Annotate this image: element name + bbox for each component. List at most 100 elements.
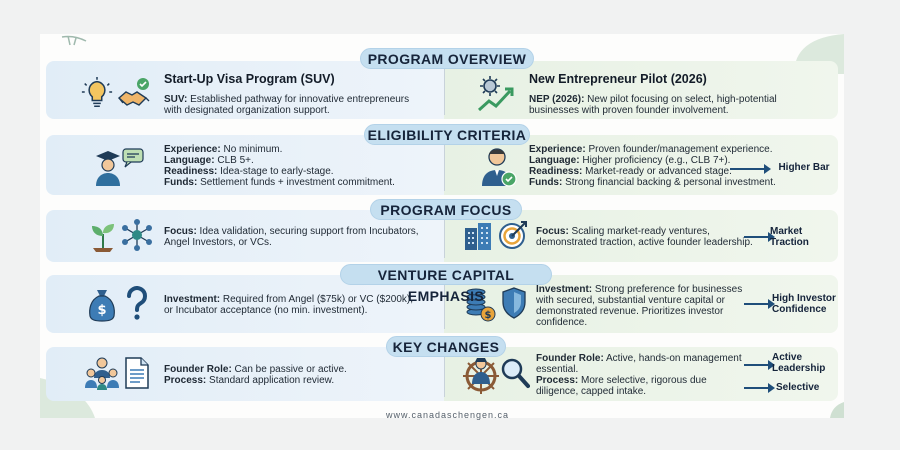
outcome-selective: Selective	[776, 382, 820, 393]
text: Idea validation, securing support from I…	[196, 226, 419, 237]
text: Idea-stage to early-stage.	[217, 166, 334, 177]
text: with secured, substantial venture capita…	[536, 295, 725, 306]
outcome-higher-bar: Higher Bar	[778, 162, 830, 173]
text: Active, hands-on management	[603, 353, 742, 364]
decorative-shape-bottom-right	[824, 402, 844, 418]
suv-focus: Focus: Idea validation, securing support…	[164, 226, 419, 248]
divider	[444, 65, 445, 115]
label: SUV:	[164, 94, 188, 105]
label: Founder Role:	[164, 364, 232, 375]
text: Can be passive or active.	[231, 364, 347, 375]
text: essential.	[536, 364, 579, 375]
text: Proven founder/management experience.	[585, 144, 773, 155]
team-icon	[84, 356, 120, 390]
seedling-icon	[88, 220, 118, 252]
outcome-arrow	[744, 383, 775, 393]
decorative-leaf-top-left	[60, 34, 88, 46]
nep-key-changes: Founder Role: Active, hands-on managemen…	[536, 353, 742, 397]
suv-description: SUV: Established pathway for innovative …	[164, 94, 409, 116]
outcome-arrow	[744, 299, 775, 309]
label: Experience:	[164, 144, 221, 155]
text: Higher proficiency (e.g., CLB 7+).	[579, 155, 731, 166]
text: businesses with proven founder involveme…	[529, 105, 729, 116]
text: No minimum.	[220, 144, 283, 155]
label: Investment:	[164, 294, 221, 305]
buildings-icon	[462, 220, 494, 252]
label: Readiness:	[529, 166, 583, 177]
section-title: PROGRAM FOCUS	[370, 199, 522, 220]
text: diligence, capped intake.	[536, 386, 647, 397]
label: Readiness:	[164, 166, 218, 177]
footer-url: www.canadaschengen.ca	[386, 410, 510, 420]
divider	[444, 279, 445, 329]
section-title: ELIGIBILITY CRITERIA	[364, 124, 530, 145]
question-icon	[124, 286, 150, 322]
label: Language:	[164, 155, 215, 166]
label: Investment:	[536, 284, 593, 295]
svg-text:$: $	[485, 310, 492, 321]
nep-investment: Investment: Strong preference for busine…	[536, 284, 742, 328]
section-title: VENTURE CAPITAL EMPHASIS	[340, 264, 552, 304]
money-bag-icon: $	[86, 286, 118, 322]
text: Standard application review.	[206, 375, 335, 386]
nep-heading: New Entrepreneur Pilot (2026)	[529, 72, 707, 86]
nep-description: NEP (2026): New pilot focusing on select…	[529, 94, 777, 116]
captain-wheel-icon	[462, 354, 500, 394]
handshake-icon	[116, 76, 152, 112]
text: More selective, rigorous due	[578, 375, 707, 386]
divider	[444, 139, 445, 191]
divider	[444, 214, 445, 258]
text: or Incubator acceptance (no min. investm…	[164, 305, 368, 316]
manager-check-icon	[480, 146, 518, 188]
text: Strong preference for businesses	[592, 284, 743, 295]
text: New pilot focusing on select, high-poten…	[584, 94, 777, 105]
text: Required from Angel ($75k) or VC ($200k)…	[220, 294, 413, 305]
document-icon	[124, 356, 150, 390]
text: Scaling market-ready ventures,	[568, 226, 710, 237]
text: demonstrated traction, active founder le…	[536, 237, 753, 248]
label: Experience:	[529, 144, 586, 155]
label: Funds:	[164, 177, 198, 188]
label: Focus:	[164, 226, 197, 237]
graduate-speech-icon	[90, 146, 146, 188]
outcome-market-traction: Market Traction	[770, 226, 809, 248]
label: Process:	[164, 375, 207, 386]
divider	[444, 351, 445, 397]
label: Funds:	[529, 177, 563, 188]
label: NEP (2026):	[529, 94, 585, 105]
text: confidence.	[536, 317, 588, 328]
panel-suv	[46, 61, 444, 119]
text: Market-ready or advanced stage.	[582, 166, 732, 177]
shield-icon	[500, 286, 528, 320]
text: Settlement funds + investment commitment…	[197, 177, 395, 188]
text: Angel Investors, or VCs.	[164, 237, 272, 248]
suv-key-changes: Founder Role: Can be passive or active. …	[164, 364, 347, 386]
outcome-arrow	[744, 360, 775, 370]
outcome-active-leadership: Active Leadership	[772, 352, 826, 374]
text: Strong financial backing & personal inve…	[562, 177, 776, 188]
label: Founder Role:	[536, 353, 604, 364]
outcome-arrow	[744, 232, 775, 242]
text: demonstrated revenue. Prioritizes invest…	[536, 306, 724, 317]
lightbulb-icon	[80, 76, 114, 110]
magnifier-icon	[500, 356, 530, 390]
suv-eligibility: Experience: No minimum. Language: CLB 5+…	[164, 144, 395, 188]
target-icon	[498, 220, 528, 250]
section-title: PROGRAM OVERVIEW	[360, 48, 534, 69]
text: with designated organization support.	[164, 105, 330, 116]
outcome-arrow	[730, 164, 771, 174]
coins-icon: $	[464, 286, 496, 322]
section-title: KEY CHANGES	[386, 336, 506, 357]
svg-text:$: $	[97, 303, 106, 318]
text: CLB 5+.	[214, 155, 254, 166]
nep-eligibility: Experience: Proven founder/management ex…	[529, 144, 776, 188]
gear-growth-icon	[474, 72, 518, 116]
suv-investment: Investment: Required from Angel ($75k) o…	[164, 294, 413, 316]
suv-heading: Start-Up Visa Program (SUV)	[164, 72, 335, 86]
label: Language:	[529, 155, 580, 166]
nep-focus: Focus: Scaling market-ready ventures, de…	[536, 226, 753, 248]
label: Process:	[536, 375, 579, 386]
label: Focus:	[536, 226, 569, 237]
network-icon	[120, 218, 154, 252]
outcome-high-investor-confidence: High Investor Confidence	[772, 293, 836, 315]
